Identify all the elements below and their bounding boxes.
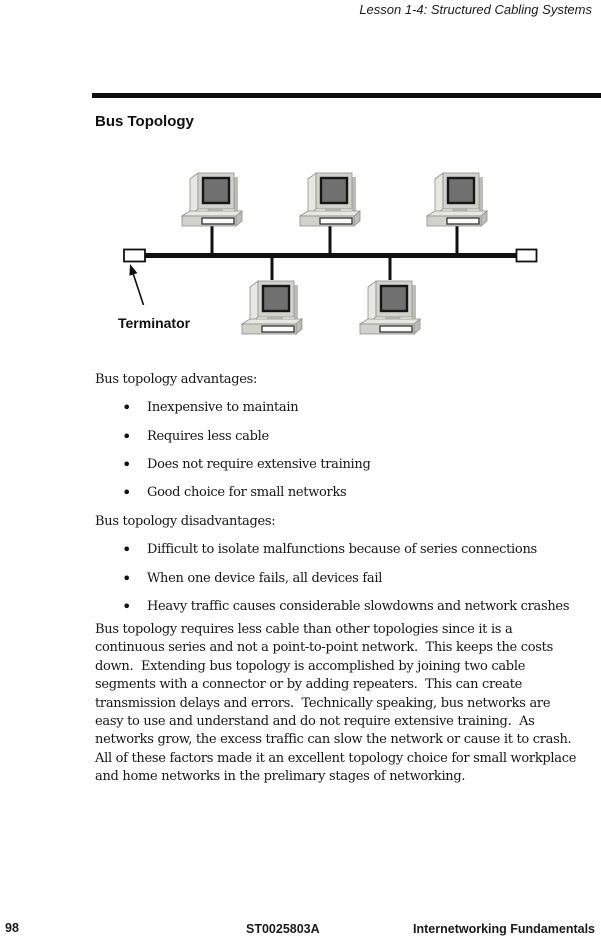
header-title: Lesson 1-4: Structured Cabling Systems — [359, 2, 592, 17]
drop-cable — [270, 256, 274, 280]
body-paragraph: Bus topology requires less cable than ot… — [95, 622, 577, 785]
bullet-icon: • — [122, 540, 132, 560]
bullet-icon: • — [122, 568, 132, 588]
bullet-icon: • — [122, 454, 132, 474]
list-item: • Does not require extensive training — [95, 451, 595, 479]
list-item-text: Inexpensive to maintain — [147, 400, 299, 416]
terminator-right — [515, 248, 538, 263]
bus-cable — [127, 253, 522, 258]
list-item: • Good choice for small networks — [95, 479, 595, 507]
list-item-text: When one device fails, all devices fail — [147, 570, 383, 586]
terminator-label: Terminator — [118, 315, 191, 331]
footer-page-number: 98 — [5, 921, 19, 935]
advantages-list: Bus topology advantages: • Inexpensive t… — [95, 366, 595, 507]
bullet-icon: • — [122, 426, 132, 446]
bullet-icon: • — [122, 398, 132, 418]
list-item-text: Difficult to isolate malfunctions becaus… — [147, 542, 537, 558]
list-item-text: Heavy traffic causes considerable slowdo… — [147, 598, 570, 614]
list-item: • Heavy traffic causes considerable slow… — [95, 593, 595, 621]
section-heading: Bus Topology — [95, 113, 194, 130]
drop-cable — [455, 224, 459, 256]
section-divider-rule — [92, 93, 601, 98]
list-item-text: Requires less cable — [147, 428, 269, 444]
bullet-icon: • — [122, 483, 132, 503]
disadvantages-title: Bus topology disadvantages: — [95, 514, 276, 529]
computer-icon — [358, 279, 422, 336]
list-item: • Difficult to isolate malfunctions beca… — [95, 536, 595, 564]
drop-cable — [210, 224, 214, 256]
list-item: • When one device fails, all devices fai… — [95, 565, 595, 593]
list-item: • Inexpensive to maintain — [95, 394, 595, 422]
computer-icon — [425, 171, 489, 228]
terminator-left — [123, 248, 146, 263]
bullet-icon: • — [122, 596, 132, 616]
computer-icon — [240, 279, 304, 336]
list-item-text: Good choice for small networks — [147, 485, 347, 501]
terminator-arrow-icon — [129, 264, 145, 306]
computer-icon — [298, 171, 362, 228]
footer-doc-title: Internetworking Fundamentals — [413, 922, 595, 936]
drop-cable — [388, 256, 392, 280]
advantages-title: Bus topology advantages: — [95, 372, 258, 387]
disadvantages-list: Bus topology disadvantages: • Difficult … — [95, 508, 595, 621]
list-item-text: Does not require extensive training — [147, 456, 371, 472]
list-item: • Requires less cable — [95, 423, 595, 451]
footer-doc-code: ST0025803A — [246, 922, 320, 936]
bus-topology-diagram — [123, 171, 538, 336]
computer-icon — [180, 171, 244, 228]
drop-cable — [328, 224, 332, 256]
